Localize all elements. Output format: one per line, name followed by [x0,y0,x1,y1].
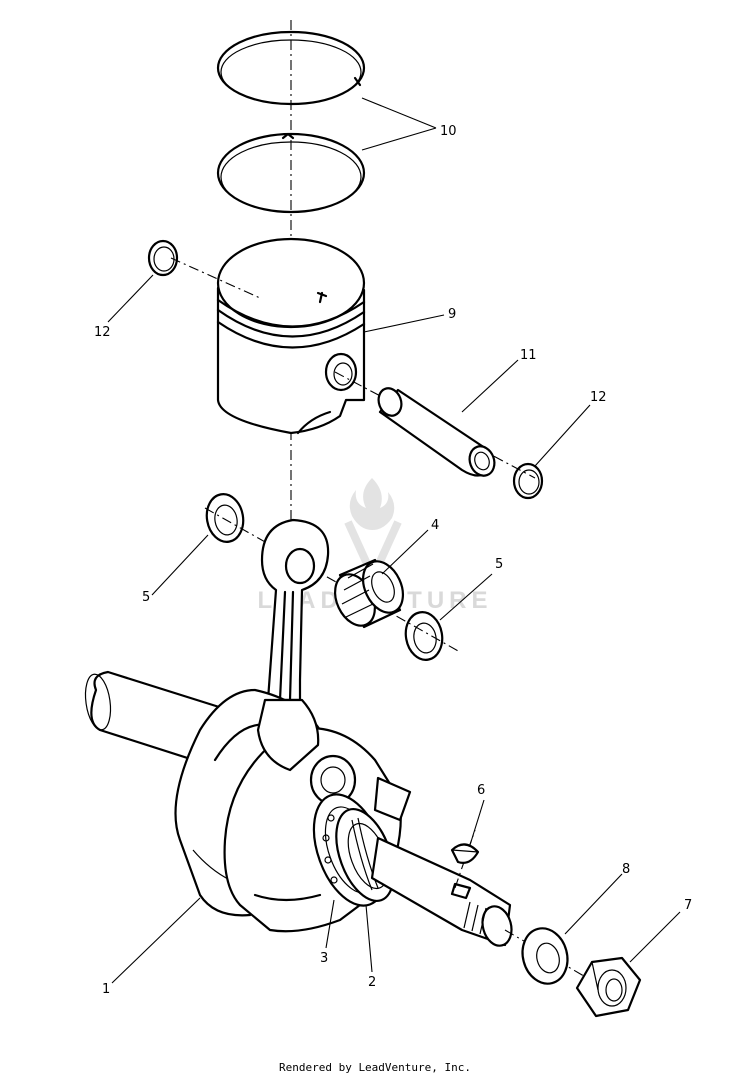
piston-ring-top [216,30,366,106]
woodruff-key [450,843,480,864]
callout-1: 1 [102,982,110,997]
piston-pin [377,387,496,477]
callout-labels: 10 12 9 11 12 4 5 5 6 8 7 3 2 1 [94,124,692,997]
callout-4: 4 [431,518,439,533]
callout-8: 8 [622,862,630,877]
callout-7: 7 [684,898,692,913]
leader-lines [107,97,681,984]
callout-11: 11 [520,348,537,363]
hex-nut [575,956,642,1018]
output-shaft [370,836,513,947]
callout-2: 2 [368,975,376,990]
callout-10: 10 [440,124,457,139]
callout-5-right: 5 [495,557,503,572]
small-end-axis [204,507,461,653]
callout-5-left: 5 [142,590,150,605]
lock-washer [521,927,569,985]
circlip-left [147,239,179,277]
pin-axis-left [170,257,261,299]
footer-credit: Rendered by LeadVenture, Inc. [278,1061,472,1074]
piston-ring-second [216,132,366,214]
thrust-washer-left [205,493,245,543]
thrust-washer-right [404,611,444,661]
needle-bearing [333,558,405,629]
callout-12-right: 12 [590,390,607,405]
callout-3: 3 [320,951,328,966]
connecting-rod [260,518,330,702]
pin-axis-right [334,371,536,479]
callout-6: 6 [477,783,485,798]
circlip-right [512,462,544,500]
piston [216,237,366,435]
callout-9: 9 [448,307,456,322]
callout-12-left: 12 [94,325,111,340]
